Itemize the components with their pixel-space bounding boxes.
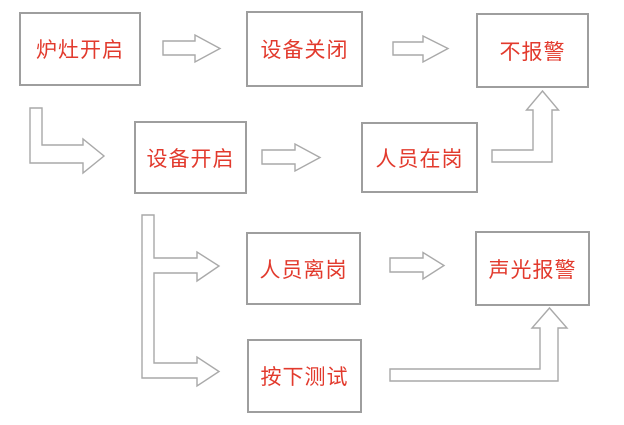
- node-device-on: 设备开启: [134, 121, 247, 194]
- node-sound-light-alarm: 声光报警: [475, 231, 590, 306]
- arrow-device-off-to-no-alarm: [392, 34, 450, 64]
- node-stove-on-label: 炉灶开启: [36, 38, 124, 62]
- node-person-on-duty-label: 人员在岗: [375, 146, 464, 171]
- arrow-stove-on-to-device-on: [29, 107, 106, 175]
- node-device-on-label: 设备开启: [146, 146, 235, 171]
- arrow-press-test-to-sound-light-alarm: [389, 306, 569, 382]
- arrow-person-off-duty-to-sound-light-alarm: [389, 251, 446, 281]
- node-press-test: 按下测试: [247, 339, 362, 413]
- node-no-alarm-label: 不报警: [499, 39, 566, 64]
- node-person-on-duty: 人员在岗: [361, 122, 478, 193]
- arrow-person-on-duty-to-no-alarm: [491, 89, 561, 163]
- node-person-off-duty: 人员离岗: [246, 232, 361, 305]
- node-device-off-label: 设备关闭: [260, 38, 349, 62]
- arrow-device-on-to-person-on-duty: [261, 142, 322, 173]
- node-sound-light-alarm-label: 声光报警: [488, 257, 577, 282]
- node-no-alarm: 不报警: [476, 13, 589, 88]
- node-press-test-label: 按下测试: [260, 365, 349, 389]
- node-person-off-duty-label: 人员离岗: [259, 257, 348, 282]
- node-device-off: 设备关闭: [246, 11, 363, 87]
- node-stove-on: 炉灶开启: [19, 12, 141, 86]
- arrow-stove-on-to-device-off: [162, 33, 222, 64]
- arrow-device-on-branch-to-person-off-and-press-test: [141, 214, 221, 388]
